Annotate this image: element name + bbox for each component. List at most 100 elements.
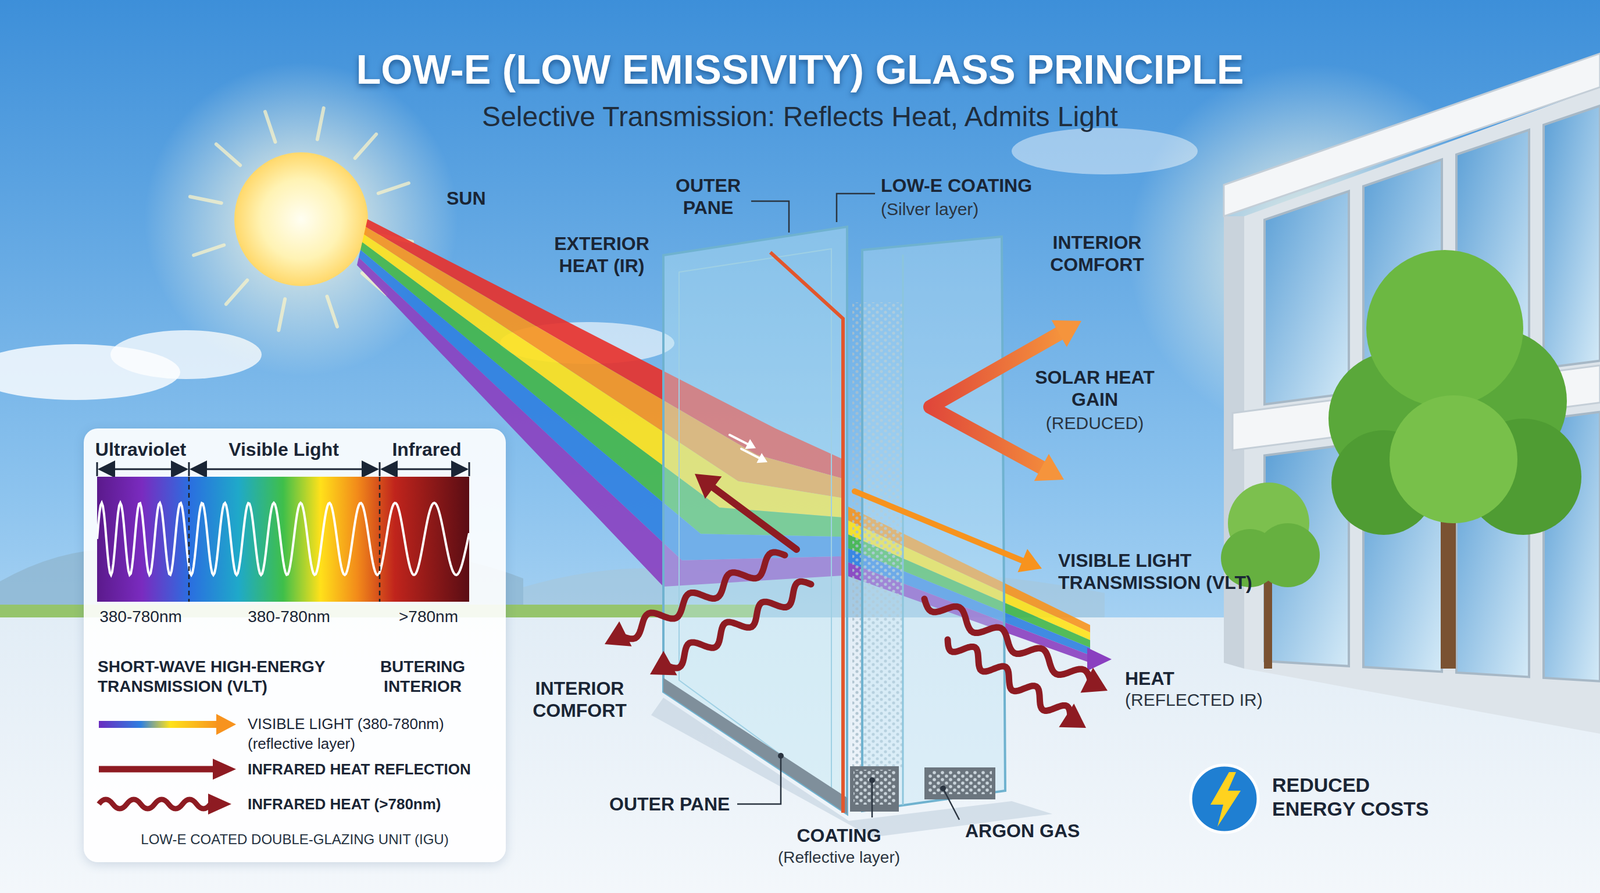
range-arrow — [99, 468, 187, 471]
callout-label: (REDUCED) — [1045, 412, 1144, 434]
spacer-desiccant — [927, 770, 992, 795]
spacer — [924, 767, 996, 800]
spectrum-label: 380-780nm — [247, 606, 331, 627]
infrared-wave — [666, 581, 812, 669]
legend-entry: INFRARED HEAT REFLECTION — [247, 759, 492, 780]
arrow-head — [1051, 320, 1082, 348]
tree-crown — [1389, 395, 1518, 524]
heat-arrow — [729, 434, 750, 445]
arrow-head — [650, 651, 678, 676]
range-tick — [188, 462, 191, 477]
callout-label: INTERIOR COMFORT — [524, 677, 635, 723]
divider — [188, 476, 191, 602]
arrow-head — [604, 621, 632, 647]
leader-line — [943, 788, 960, 820]
callout-label: SUN — [446, 187, 487, 210]
window — [1264, 191, 1349, 405]
spectrum-label: Ultraviolet — [95, 438, 187, 461]
sun-ray — [190, 196, 222, 203]
outer-pane — [663, 226, 848, 814]
arrow-head — [1087, 647, 1112, 671]
callout-label: OUTER PANE — [609, 793, 730, 816]
range-tick — [468, 462, 471, 477]
low-e-coating — [770, 252, 844, 813]
callout-label: (REFLECTED IR) — [1125, 689, 1263, 711]
leader-dot — [777, 752, 784, 759]
leader-dot — [869, 777, 875, 784]
range-tick — [96, 462, 99, 477]
legend-arrow — [98, 766, 216, 773]
range-arrow — [381, 468, 467, 471]
callout-label: HEAT — [1125, 667, 1175, 690]
sun-glow — [144, 62, 459, 377]
callout-label: ARGON GAS — [965, 819, 1080, 842]
callout-label: REDUCED ENERGY COSTS — [1272, 773, 1441, 821]
sun-ray — [216, 144, 241, 166]
heat-arrow — [709, 484, 797, 550]
callout-label: LOW-E COATING — [880, 174, 1032, 197]
window — [1543, 105, 1600, 369]
callout-label: COATING — [796, 824, 881, 847]
callout-label: SOLAR HEAT GAIN — [1027, 366, 1162, 412]
arrow-head — [756, 452, 768, 463]
pane-edge — [902, 254, 905, 806]
tree-crown — [1255, 523, 1320, 588]
legend-arrow-head — [208, 793, 232, 815]
sun-rays — [190, 108, 413, 331]
sun-ray — [327, 296, 338, 327]
sun-ray — [193, 245, 224, 256]
leader-line — [836, 193, 875, 223]
legend-arrow-head — [216, 713, 237, 735]
spectrum — [97, 476, 470, 602]
sun-ray — [317, 108, 324, 140]
callout-label: (Reflective layer) — [777, 847, 900, 868]
wave — [97, 502, 470, 575]
solar-heat-arrow — [930, 330, 1065, 471]
subtitle: Selective Transmission: Reflects Heat, A… — [481, 100, 1119, 134]
arrow-head — [1058, 703, 1087, 728]
legend-heading: BUTERING INTERIOR — [370, 656, 475, 696]
sun-ray — [378, 183, 409, 194]
heat-arrow — [741, 448, 762, 459]
sun-ray — [355, 134, 377, 159]
range-arrow — [191, 468, 378, 471]
divider — [379, 476, 381, 602]
spectrum-label: Visible Light — [228, 438, 339, 461]
callout-label: OUTER PANE — [667, 174, 749, 220]
arrow-head — [1080, 668, 1109, 694]
arrow-head — [1018, 548, 1043, 573]
spectrum-label: Infrared — [391, 438, 462, 461]
spectrum-fill — [97, 476, 470, 602]
heat-arrow — [854, 491, 1027, 563]
callout-label: (Silver layer) — [880, 198, 979, 220]
spectrum-box: UltravioletVisible LightInfrared380-780n… — [97, 476, 470, 602]
sun — [234, 152, 369, 287]
legend-heading: SHORT-WAVE HIGH-ENERGY TRANSMISSION (VLT… — [97, 656, 342, 696]
sun-ray — [265, 111, 275, 142]
range-tick — [379, 462, 381, 477]
leader-line — [751, 201, 789, 233]
legend-heading: LOW-E COATED DOUBLE-GLAZING UNIT (IGU) — [140, 831, 449, 849]
infrared-wave — [621, 552, 785, 639]
legend-arrow — [98, 720, 219, 728]
leader-line — [737, 755, 781, 805]
legend-entry: INFRARED HEAT (>780nm) — [247, 794, 492, 814]
leader-dot — [940, 785, 946, 792]
energy-icon — [1190, 765, 1259, 833]
legend-arrow-head — [212, 758, 237, 780]
sun-ray — [226, 280, 248, 305]
spectrum-label: >780nm — [398, 606, 459, 627]
legend-wave — [98, 799, 211, 809]
tree-crown — [1366, 250, 1524, 407]
lightning-bolt — [1210, 772, 1241, 827]
arrows — [604, 320, 1108, 728]
infrared-wave — [947, 639, 1071, 719]
spectrum-label: 380-780nm — [99, 606, 182, 627]
arrow-head — [1034, 454, 1064, 481]
pane-frame — [663, 677, 848, 814]
spacer-desiccant — [853, 769, 896, 805]
building-windows — [1232, 105, 1600, 682]
title: LOW-E (LOW EMISSIVITY) GLASS PRINCIPLE — [356, 45, 1245, 95]
spacer — [850, 766, 899, 812]
